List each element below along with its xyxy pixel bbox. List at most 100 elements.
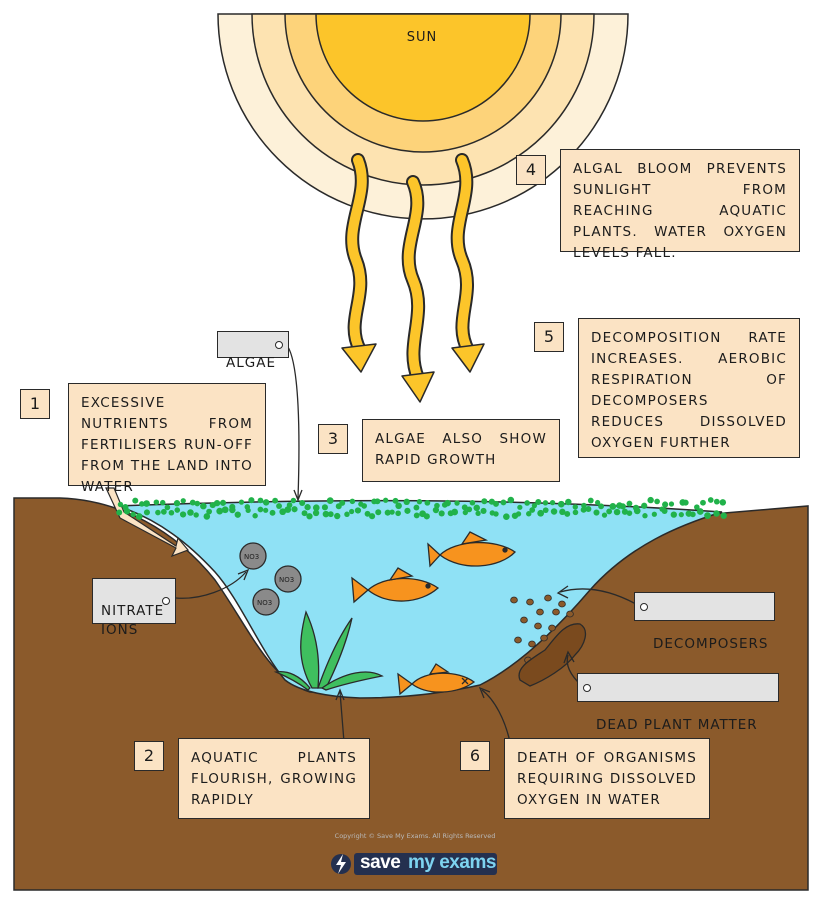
algae-cell bbox=[529, 507, 536, 513]
algae-cell bbox=[537, 509, 545, 517]
algae-cell bbox=[413, 512, 420, 519]
algae-cell bbox=[500, 499, 507, 506]
algae-cell bbox=[203, 513, 211, 520]
tag-hole-icon bbox=[583, 683, 591, 692]
algae-cell bbox=[700, 499, 706, 506]
algae-cell bbox=[503, 513, 510, 520]
algae-cell bbox=[707, 497, 714, 503]
algae-cell bbox=[493, 511, 499, 517]
tag-hole-icon bbox=[275, 340, 283, 349]
algae-cell bbox=[535, 499, 542, 506]
algae-tag-label: ALGAE bbox=[226, 355, 276, 371]
step-1-text: EXCESSIVE NUTRIENTS FROM FERTILISERS RUN… bbox=[68, 383, 266, 495]
pond-water bbox=[117, 499, 723, 699]
sun-label: SUN bbox=[406, 30, 438, 45]
algae-cell bbox=[160, 508, 167, 515]
step-6-text: DEATH OF ORGANISMS REQUIRING DISSOLVED O… bbox=[504, 738, 710, 819]
algae-cell bbox=[424, 499, 431, 506]
decomposer-particle bbox=[534, 622, 542, 630]
step-number-3: 3 bbox=[318, 424, 348, 454]
sun-ray-right bbox=[450, 153, 485, 373]
algae-cell bbox=[609, 503, 617, 510]
nitrate-ion-label: NO3 bbox=[279, 576, 294, 584]
sun-ray-middle bbox=[401, 175, 435, 403]
algae-cell bbox=[473, 504, 480, 512]
decomposer-particle bbox=[526, 598, 534, 606]
decomposer-particle bbox=[510, 596, 518, 604]
algae-cell bbox=[219, 499, 227, 506]
brand-logo: save my exams bbox=[330, 850, 500, 878]
algae-cell bbox=[423, 513, 430, 520]
algae-tag: ALGAE bbox=[217, 331, 289, 371]
algae-cell bbox=[321, 504, 328, 511]
algae-cell bbox=[312, 509, 320, 517]
algae-cell bbox=[375, 509, 382, 516]
algae-cell bbox=[187, 509, 194, 516]
algae-cell bbox=[312, 504, 320, 512]
algae-cell bbox=[155, 509, 161, 516]
algae-cell bbox=[713, 510, 720, 517]
algae-cell bbox=[395, 502, 402, 510]
algae-cell bbox=[194, 500, 201, 507]
decomposer-particle bbox=[566, 610, 574, 618]
step-4-text: ALGAL BLOOM PREVENTS SUNLIGHT FROM REACH… bbox=[560, 149, 800, 261]
algae-cell bbox=[213, 499, 221, 507]
algae-cell bbox=[621, 508, 629, 515]
algae-cell bbox=[193, 512, 199, 518]
algae-cell bbox=[451, 508, 459, 516]
decomposer-particle bbox=[544, 594, 552, 602]
algae-cell bbox=[304, 504, 311, 511]
dead-plant-matter-tag-label: DEAD PLANT MATTER bbox=[596, 717, 758, 733]
decomposer-particle bbox=[552, 608, 560, 616]
algae-cell bbox=[601, 512, 608, 518]
algae-cell bbox=[290, 497, 297, 504]
algae-cell bbox=[713, 498, 720, 505]
decomposer-particle bbox=[536, 608, 544, 616]
algae-cell bbox=[344, 511, 350, 517]
decomposer-particle bbox=[548, 624, 556, 632]
algae-cell bbox=[269, 509, 276, 516]
algae-cell bbox=[180, 498, 186, 504]
decomposers-tag: DECOMPOSERS bbox=[634, 592, 775, 652]
algae-pointer bbox=[285, 343, 300, 499]
algae-cell bbox=[462, 509, 468, 516]
algae-cell bbox=[143, 500, 150, 507]
algae-cell bbox=[619, 503, 626, 510]
algae-cell bbox=[257, 506, 264, 513]
copyright-notice: Copyright © Save My Exams. All Rights Re… bbox=[334, 832, 496, 840]
step-5-text: DECOMPOSITION RATE INCREASES. AEROBIC RE… bbox=[578, 318, 800, 458]
algae-cell bbox=[291, 506, 298, 513]
algae-cell bbox=[221, 506, 229, 514]
algae-cell bbox=[143, 509, 150, 516]
runoff-arrow bbox=[105, 487, 190, 558]
algae-cell bbox=[349, 498, 356, 505]
fish-bottom-dead bbox=[397, 663, 476, 696]
algae-cell bbox=[613, 508, 621, 516]
algae-cell bbox=[580, 506, 587, 513]
algae-cell bbox=[245, 507, 251, 513]
algae-cell bbox=[682, 499, 689, 506]
algae-cell bbox=[369, 513, 376, 520]
algae-cell bbox=[587, 497, 594, 504]
algae-cell bbox=[262, 499, 270, 506]
step-number-1: 1 bbox=[20, 389, 50, 419]
algae-cell bbox=[507, 496, 515, 504]
algae-cell bbox=[651, 511, 657, 517]
algae-cell bbox=[248, 497, 255, 504]
algae-cell bbox=[384, 509, 391, 516]
algae-cell bbox=[475, 510, 481, 516]
algae-cell bbox=[168, 509, 175, 516]
decomposers bbox=[510, 594, 574, 664]
algae-cell bbox=[493, 500, 499, 507]
algae-cell bbox=[454, 500, 460, 506]
algae-cell bbox=[662, 501, 669, 508]
algae-cell bbox=[413, 504, 420, 511]
algae-cell bbox=[466, 506, 473, 513]
algae-cell bbox=[647, 496, 654, 504]
algae-cell bbox=[668, 501, 675, 507]
algae-cell bbox=[432, 506, 440, 514]
algae-cell bbox=[542, 500, 549, 506]
algae-cell bbox=[392, 497, 399, 504]
sun bbox=[217, 13, 629, 220]
algae-cell bbox=[257, 497, 264, 504]
